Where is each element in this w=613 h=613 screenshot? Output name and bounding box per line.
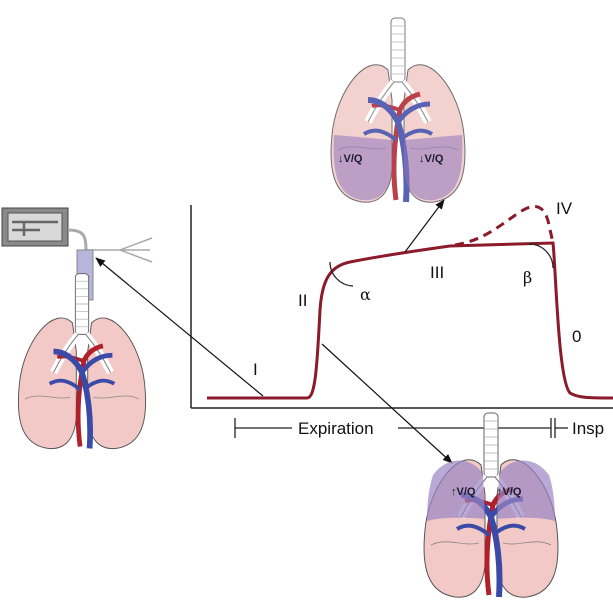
phase-iv-label: IV bbox=[556, 199, 573, 218]
phase-0-label: 0 bbox=[572, 327, 581, 346]
capnogram-curve bbox=[207, 241, 613, 400]
top-right-vq-label: ↓V/Q bbox=[419, 153, 444, 165]
left-lungs-icon bbox=[18, 274, 145, 449]
phase-ii-label: II bbox=[298, 291, 307, 310]
arrow-to-top-lungs bbox=[404, 199, 445, 253]
top-lungs-icon: ↓V/Q ↓V/Q bbox=[331, 18, 465, 202]
alpha-label: α bbox=[360, 285, 371, 304]
expiration-label: Expiration bbox=[298, 419, 374, 438]
phase-i-label: I bbox=[253, 360, 258, 379]
beta-arc bbox=[528, 243, 554, 269]
capnometer-icon bbox=[1, 207, 153, 301]
phase-iv-dashed-curve bbox=[454, 204, 555, 247]
top-left-vq-label: ↓V/Q bbox=[338, 153, 363, 165]
beta-label: β bbox=[523, 268, 532, 287]
inspiration-label: Insp bbox=[572, 419, 604, 438]
bottom-left-vq-label: ↑V/Q bbox=[451, 486, 476, 498]
arrow-to-capnometer bbox=[95, 257, 264, 397]
phase-iii-label: III bbox=[430, 263, 444, 282]
bottom-lungs-icon: ↑V/Q ↑V/Q bbox=[424, 413, 558, 597]
arrow-to-bottom-lungs bbox=[321, 343, 453, 464]
bottom-right-vq-label: ↑V/Q bbox=[497, 486, 522, 498]
alpha-arc bbox=[329, 261, 354, 287]
